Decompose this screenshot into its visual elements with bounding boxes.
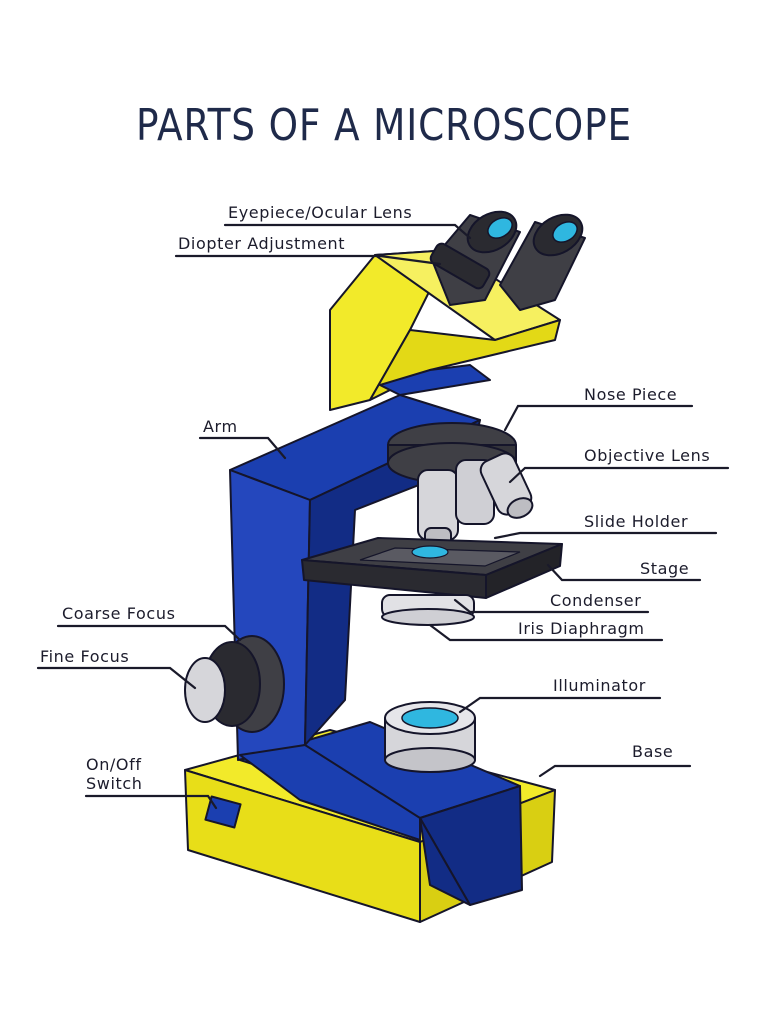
page-title: PARTS OF A MICROSCOPE (136, 100, 632, 151)
label-switch-line1: On/Off (86, 755, 142, 774)
illuminator-illustration (384, 701, 476, 773)
objective-lens-illustration (417, 452, 534, 547)
label-illuminator: Illuminator (553, 676, 646, 695)
label-base: Base (632, 742, 673, 761)
focus-knob-illustration (184, 635, 285, 733)
label-switch-line2: Switch (86, 774, 143, 793)
label-diopter-adjustment: Diopter Adjustment (178, 234, 345, 253)
label-slide-holder: Slide Holder (584, 512, 688, 531)
stage-illustration (301, 537, 563, 599)
label-arm: Arm (203, 417, 238, 436)
label-eyepiece: Eyepiece/Ocular Lens (228, 203, 412, 222)
label-objective-lens: Objective Lens (584, 446, 710, 465)
leader-lines (36, 223, 730, 810)
label-fine-focus: Fine Focus (40, 647, 129, 666)
eyepiece-illustration (429, 210, 586, 311)
label-iris-diaphragm: Iris Diaphragm (518, 619, 645, 638)
base-blue-strip (239, 721, 523, 906)
label-stage: Stage (640, 559, 689, 578)
label-condenser: Condenser (550, 591, 641, 610)
condenser-illustration (381, 594, 475, 626)
label-nose-piece: Nose Piece (584, 385, 677, 404)
label-coarse-focus: Coarse Focus (62, 604, 176, 623)
